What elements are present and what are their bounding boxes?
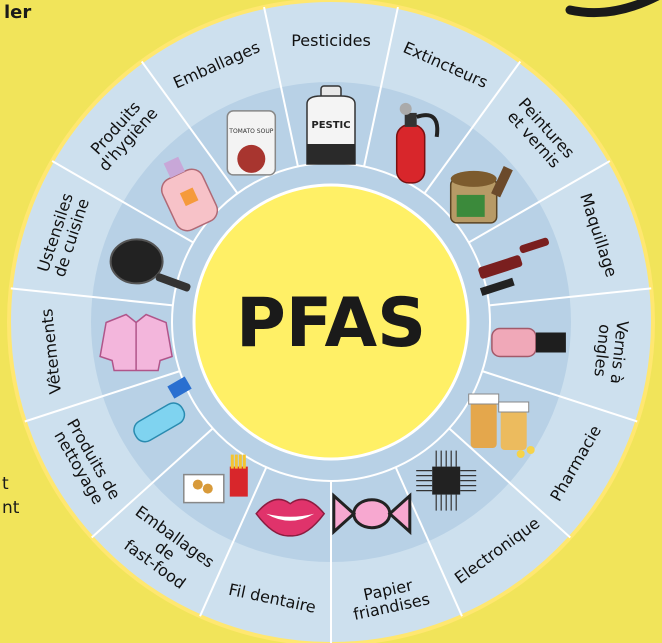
segment-divider (481, 370, 638, 423)
svg-text:TOMATO SOUP: TOMATO SOUP (228, 128, 273, 135)
segment-divider (448, 427, 571, 539)
cropped-text-line: t (2, 474, 9, 494)
spray-bottle-icon (133, 376, 192, 443)
paint-can-icon (449, 166, 513, 224)
segment-label: Pesticides (291, 31, 371, 50)
frying-pan-icon (109, 238, 191, 292)
cropped-heading-fragment: ler (4, 2, 32, 23)
segment-divider (10, 287, 173, 307)
segment-divider (263, 6, 299, 167)
mascara-icon (478, 237, 550, 296)
cropped-text-line: nt (2, 498, 20, 518)
fast-food-box-icon (183, 454, 248, 504)
center-title: PFAS (236, 284, 426, 363)
segment-divider (24, 370, 181, 423)
segment-divider (363, 6, 399, 167)
segment-label-line: Pesticides (291, 31, 371, 50)
bottle-icon: PESTIC (306, 85, 356, 165)
arrow-icon (565, 0, 660, 18)
center-disc (192, 183, 470, 461)
candy-icon (332, 492, 412, 536)
cropped-text-fragment: t nt (2, 472, 19, 520)
pill-bottle-icon (468, 393, 535, 458)
segment-divider (489, 287, 652, 307)
segment-divider (199, 466, 268, 617)
segment-divider (51, 160, 194, 244)
lips-icon (255, 498, 326, 537)
segment-divider (423, 60, 522, 194)
segment-divider (468, 160, 611, 244)
jacket-icon (99, 313, 173, 372)
svg-text:PESTIC: PESTIC (311, 120, 350, 131)
segment-divider (394, 466, 463, 617)
fire-extinguisher-icon (395, 102, 440, 184)
nail-polish-icon (491, 327, 566, 358)
microchip-icon (416, 450, 477, 511)
food-pouch-icon: TOMATO SOUP (226, 110, 277, 176)
shampoo-bottle-icon (160, 156, 219, 232)
segment-divider (91, 427, 214, 539)
segment-divider (140, 60, 239, 194)
